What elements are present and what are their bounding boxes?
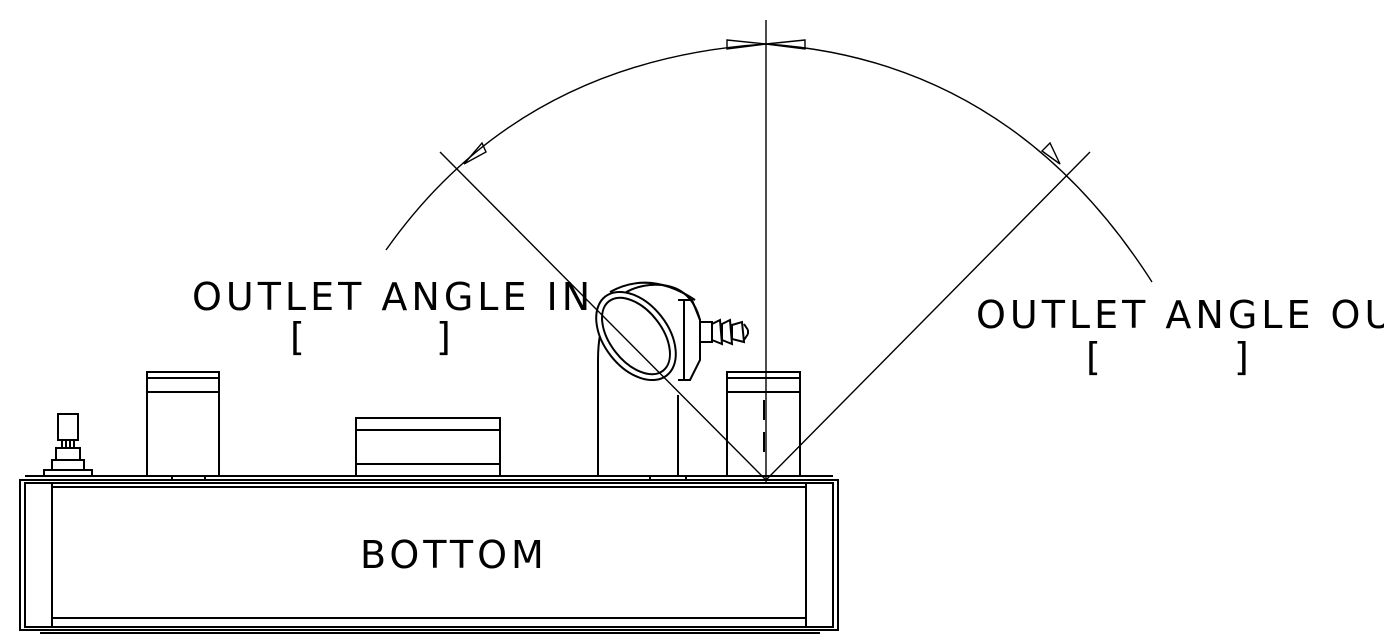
arrowhead-icon (726, 39, 767, 50)
port-right (726, 371, 801, 477)
port-left (146, 371, 220, 480)
outlet-angle-out-label: OUTLET ANGLE OUT (976, 293, 1384, 337)
outlet-angle-out-bracket-open: [ (1086, 335, 1105, 379)
bottom-label: BOTTOM (360, 533, 548, 577)
outlet-angle-in-label: OUTLET ANGLE IN (192, 275, 594, 319)
angle-dimension (385, 20, 1153, 482)
outlet-angle-in-bracket-open: [ (290, 315, 309, 359)
arrowhead-icon (1040, 141, 1061, 165)
elbow-outlet (595, 281, 749, 480)
center-block (355, 417, 501, 477)
hose-barb-icon (699, 318, 749, 346)
arrowhead-icon (765, 39, 806, 50)
outlet-angle-in-bracket-close: ] (436, 315, 455, 359)
arrowhead-icon (463, 141, 487, 165)
base-body (19, 475, 839, 634)
outlet-angle-out-bracket-close: ] (1234, 335, 1253, 379)
valve-fitting-left (43, 413, 93, 477)
